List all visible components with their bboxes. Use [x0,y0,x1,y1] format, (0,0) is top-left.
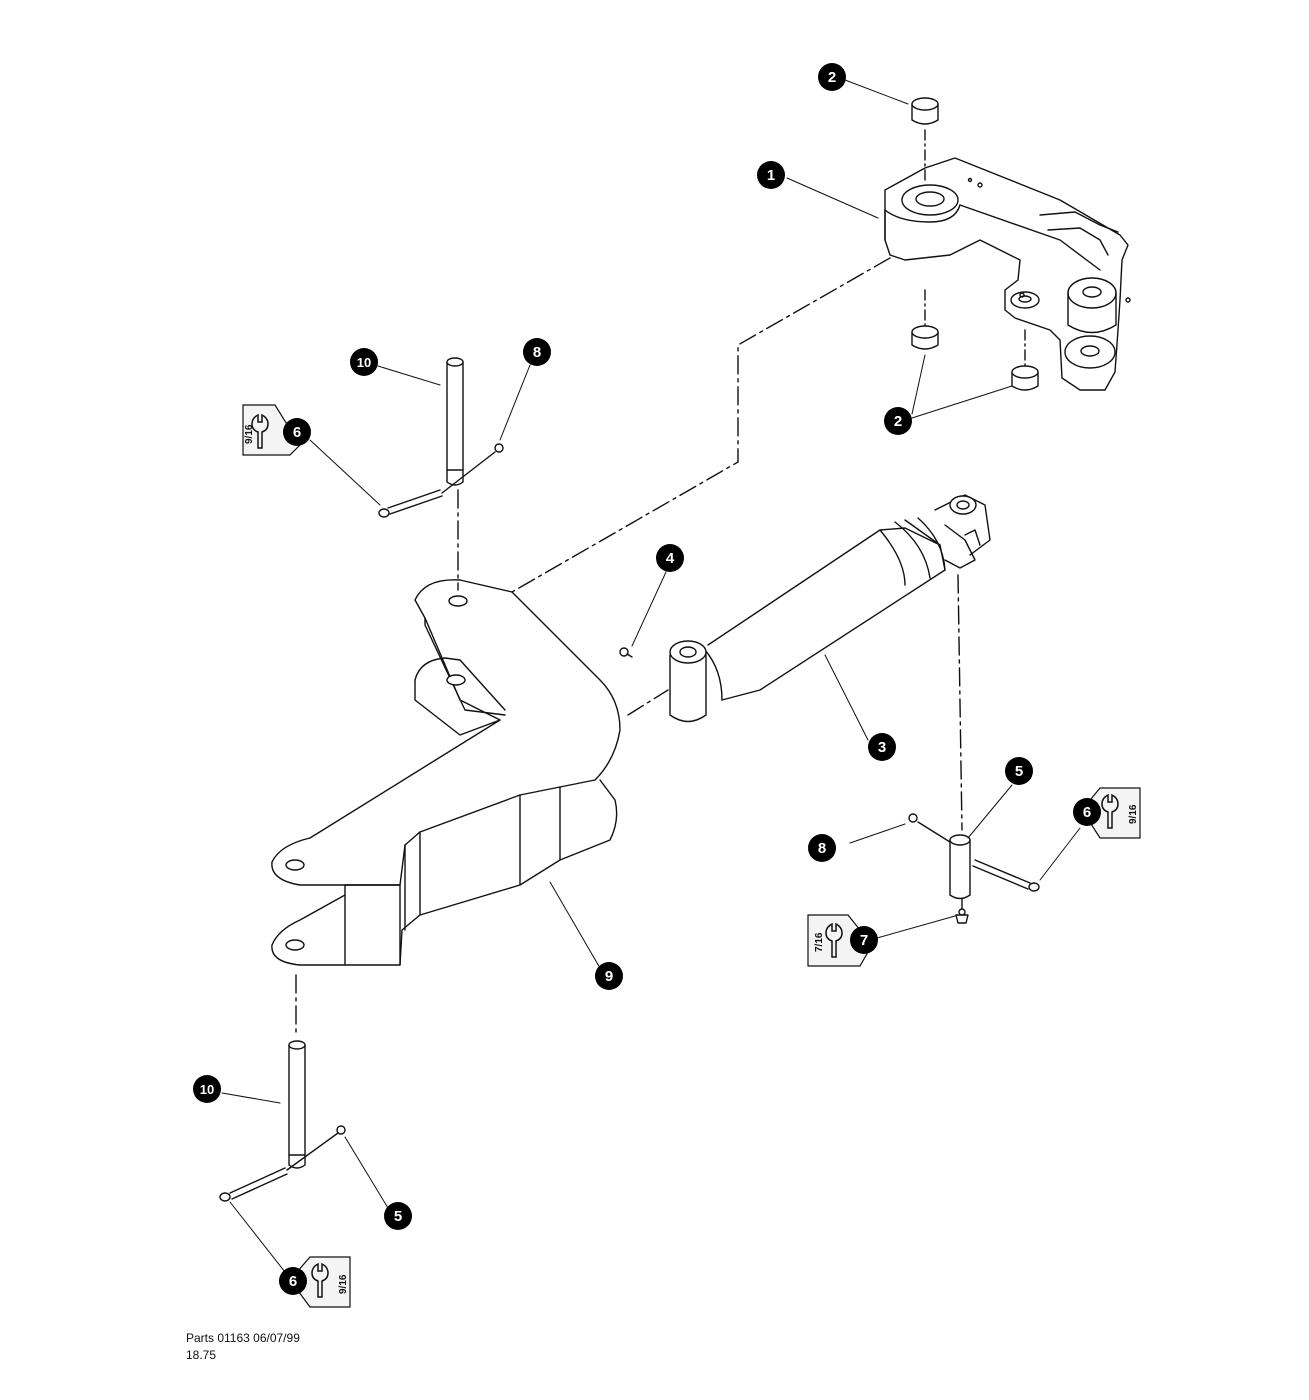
svg-text:8: 8 [533,344,541,361]
callout-2-bottom: 2 [884,407,912,435]
callout-8-right: 8 [808,834,836,862]
svg-text:5: 5 [394,1208,402,1225]
tool-tag-label: 9/16 [1128,804,1139,824]
assembly-centerlines [295,257,963,1036]
svg-text:1: 1 [767,167,775,184]
right-nut [908,813,918,823]
tool-tag-upper-left: 9/16 [242,404,301,456]
svg-text:2: 2 [828,69,836,86]
upper-bracket [884,157,1131,391]
right-bolt [917,821,1040,892]
lower-pin [288,1040,306,1169]
wrench-icon [251,413,269,449]
bushing-lower-right [1011,365,1039,391]
lower-bolt [219,1132,339,1202]
wrench-icon [311,1262,329,1298]
callout-3: 3 [868,733,896,761]
svg-text:9: 9 [605,968,613,985]
wrench-icon [825,922,843,958]
callout-6-top: 6 [283,418,311,446]
bushing-lower-left [911,325,939,350]
callout-6-right: 6 [1073,798,1101,826]
right-grease-zerk [955,908,969,924]
bushing-top [911,97,939,125]
grease-fitting [619,647,633,658]
bushing-centerlines [924,129,1026,366]
tool-tag-label: 7/16 [814,932,825,952]
callout-10-top: 10 [350,348,378,376]
callout-6-bottom: 6 [279,1267,307,1295]
svg-text:10: 10 [357,355,371,370]
svg-text:6: 6 [293,424,301,441]
tool-tag-label: 9/16 [244,424,255,444]
callout-4: 4 [656,544,684,572]
tool-tag-label: 9/16 [338,1274,349,1294]
callout-9: 9 [595,962,623,990]
callout-10-bottom: 10 [193,1075,221,1103]
callout-5-bottom: 5 [384,1202,412,1230]
upper-pin [446,357,464,486]
svg-text:2: 2 [894,413,902,430]
svg-text:7: 7 [860,932,868,949]
leader-lines [221,79,1081,1273]
svg-text:6: 6 [289,1273,297,1290]
upper-bolt [378,451,496,518]
svg-text:3: 3 [878,739,886,756]
footer-part-number: Parts 01163 06/07/99 [186,1331,300,1345]
lower-nut [336,1125,346,1135]
callout-5-right: 5 [1005,757,1033,785]
tool-tag-lower-right: 7/16 [807,914,873,967]
upper-nut [494,443,504,453]
hydraulic-cylinder [669,494,991,723]
svg-text:8: 8 [818,840,826,857]
footer-page-number: 18.75 [186,1348,217,1362]
svg-text:10: 10 [200,1082,214,1097]
tool-tag-bottom: 9/16 [289,1256,351,1308]
svg-text:4: 4 [666,550,675,567]
callouts: 2 1 2 10 8 6 4 3 [193,63,1101,1295]
lower-arm [271,579,621,966]
right-pin [949,834,971,900]
svg-text:5: 5 [1015,763,1023,780]
callout-2-top: 2 [818,63,846,91]
wrench-icon [1101,793,1119,829]
callout-7: 7 [850,926,878,954]
callout-1: 1 [757,161,785,189]
callout-8-top: 8 [523,338,551,366]
svg-text:6: 6 [1083,804,1091,821]
